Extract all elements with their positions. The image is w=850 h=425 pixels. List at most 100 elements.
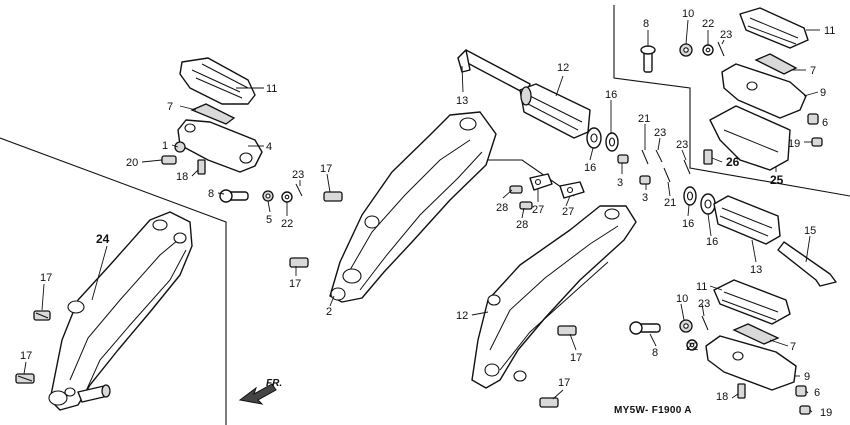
label-23-e: 23 <box>698 298 710 310</box>
left-footpeg-plate <box>190 103 236 125</box>
label-21-b: 21 <box>664 197 676 209</box>
cotter-23-a <box>655 149 663 163</box>
bolt-17-right-b <box>539 397 559 408</box>
bolt-17-right-a <box>557 325 577 336</box>
label-12: 12 <box>456 310 468 322</box>
label-17-f: 17 <box>558 377 570 389</box>
label-28-a: 28 <box>496 202 508 214</box>
washer-22-top <box>702 44 714 56</box>
label-23-d: 23 <box>720 29 732 41</box>
pin-8-top <box>640 45 656 73</box>
label-17-e: 17 <box>570 352 582 364</box>
label-24: 24 <box>96 232 110 246</box>
label-13-a: 12 <box>557 62 569 74</box>
label-25: 25 <box>770 173 784 187</box>
label-22-c: 22 <box>686 341 698 353</box>
washer-16-b <box>605 132 619 152</box>
label-7-a: 7 <box>167 101 173 113</box>
collar-3-b <box>639 175 651 185</box>
pivot-rod-14 <box>457 49 531 95</box>
spring-10-top <box>679 43 693 57</box>
label-17-a: 17 <box>40 272 52 284</box>
label-17-b: 17 <box>20 350 32 362</box>
label-16-a: 16 <box>605 89 617 101</box>
bumper-6-top <box>807 113 819 125</box>
left-footpeg-rubber <box>179 57 256 105</box>
label-8-b: 8 <box>643 18 649 30</box>
cover-25 <box>709 105 791 171</box>
front-direction-arrow <box>238 383 277 405</box>
label-15: 15 <box>804 225 816 237</box>
bolt-28-a <box>509 185 523 194</box>
bolt-17-center-a <box>323 191 343 202</box>
left-step-holder <box>48 211 193 411</box>
label-6-b: 6 <box>814 387 820 399</box>
plate-7-top <box>754 53 798 75</box>
cotter-23-top <box>717 41 725 57</box>
label-16-b: 16 <box>584 162 596 174</box>
bolt-17-center-b <box>289 257 309 268</box>
clamp-27-b <box>559 181 585 199</box>
plate-7-bottom <box>732 323 780 345</box>
label-5: 5 <box>266 214 272 226</box>
label-22-b: 22 <box>702 18 714 30</box>
label-10-b: 10 <box>676 293 688 305</box>
spring-5 <box>262 190 274 202</box>
footpeg-rubber-13-lower <box>713 195 781 245</box>
bolt-20 <box>161 155 177 165</box>
bolt-18-left <box>197 159 206 175</box>
bolt-18-bottom <box>737 383 746 399</box>
pin-8-left <box>219 189 249 203</box>
label-19-a: 19 <box>788 138 800 150</box>
footpeg-rubber-11-bottom <box>713 279 791 325</box>
front-direction-label: FR. <box>266 378 282 389</box>
washer-22-bottom <box>686 339 698 351</box>
label-17-c: 17 <box>320 163 332 175</box>
bolt-17-left-b <box>15 373 35 384</box>
footpeg-rubber-11-top <box>739 7 809 49</box>
bolt-19-bottom <box>799 405 811 415</box>
spring-10-bottom <box>679 319 693 333</box>
label-18-a: 18 <box>176 171 188 183</box>
label-18-b: 18 <box>716 391 728 403</box>
label-20: 20 <box>126 157 138 169</box>
clamp-27-a <box>529 173 553 191</box>
label-6-a: 6 <box>822 117 828 129</box>
bracket-9-bottom <box>705 335 797 391</box>
bolt-19-top <box>811 137 823 147</box>
washer-16-a <box>586 127 602 149</box>
bolt-28-b <box>519 201 533 210</box>
label-16-c: 16 <box>682 218 694 230</box>
bolt-17-left-a <box>33 310 51 321</box>
cotter-23-bottom <box>701 315 709 331</box>
bolt-26 <box>703 149 713 165</box>
label-8-c: 8 <box>652 347 658 359</box>
left-footpeg-bracket <box>177 119 263 173</box>
label-28-b: 28 <box>516 219 528 231</box>
cotter-21-a <box>641 149 649 165</box>
label-13-b: 13 <box>750 264 762 276</box>
leader-lines <box>23 19 820 413</box>
label-10-a: 10 <box>682 8 694 20</box>
pin-8-bottom <box>629 321 661 335</box>
label-7-c: 7 <box>790 341 796 353</box>
label-3-a: 3 <box>617 177 623 189</box>
label-9-a: 9 <box>820 87 826 99</box>
label-8-a: 8 <box>208 188 214 200</box>
label-9-b: 9 <box>804 371 810 383</box>
label-2: 2 <box>326 306 332 318</box>
label-26: 26 <box>726 155 740 169</box>
center-step-holder <box>329 111 497 303</box>
cotter-23-b <box>683 159 691 175</box>
callout-labels: 24 17 17 11 7 1 4 20 18 8 5 22 23 17 17 … <box>20 8 835 419</box>
label-19-b: 19 <box>820 407 832 419</box>
label-23-b: 23 <box>654 127 666 139</box>
label-11-c: 11 <box>696 281 707 293</box>
washer-16-d <box>700 193 716 215</box>
label-23-c: 23 <box>676 139 688 151</box>
label-27-a: 27 <box>532 204 544 216</box>
label-22-a: 22 <box>281 218 293 230</box>
right-step-holder <box>471 205 637 389</box>
cotter-23-left <box>295 183 303 197</box>
